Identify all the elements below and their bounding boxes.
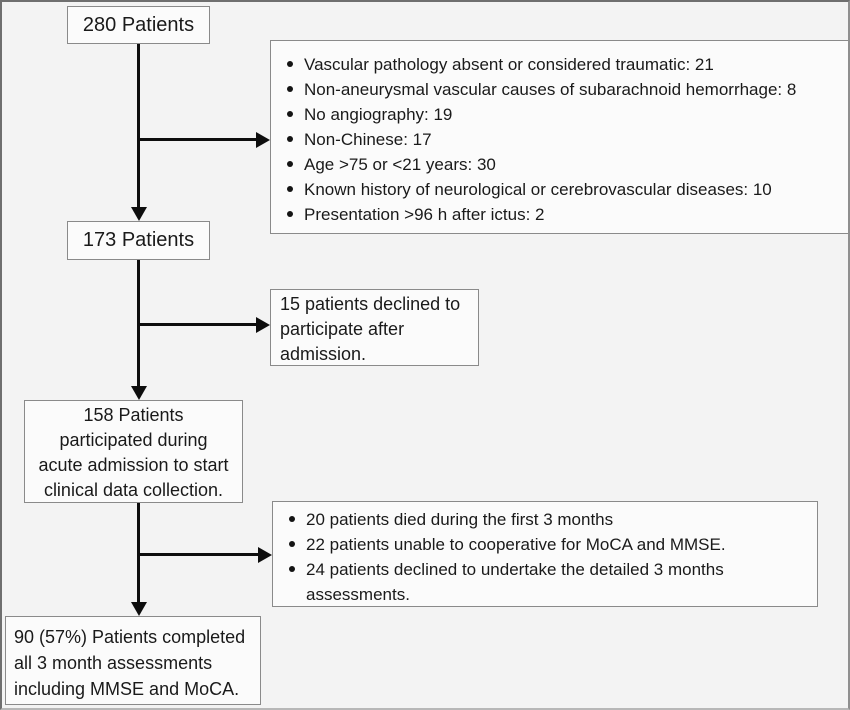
arrow-to-attrition — [139, 553, 258, 556]
attrition-item: 20 patients died during the first 3 mont… — [273, 507, 811, 532]
box-initial-exclusions: Vascular pathology absent or considered … — [270, 40, 848, 234]
arrow-to-declined — [139, 323, 256, 326]
initial-exclusions-list: Vascular pathology absent or considered … — [271, 52, 842, 227]
arrow-to-initial-exclusions — [139, 138, 256, 141]
box-completed-assessments: 90 (57%) Patients completed all 3 month a… — [5, 616, 261, 705]
exclusion-item: Non-Chinese: 17 — [271, 127, 842, 152]
text-line: participated during — [59, 430, 208, 450]
text-line: including MMSE and MoCA. — [14, 679, 240, 699]
exclusion-item: Age >75 or <21 years: 30 — [271, 152, 842, 177]
arrow-total-to-eligible — [137, 44, 140, 207]
exclusion-item: No angiography: 19 — [271, 102, 842, 127]
box-total-patients: 280 Patients — [67, 6, 210, 44]
text-line: 158 Patients — [83, 405, 184, 425]
text-line: clinical data collection. — [43, 480, 224, 500]
attrition-item: 24 patients declined to undertake the de… — [273, 557, 811, 607]
attrition-list: 20 patients died during the first 3 mont… — [273, 507, 811, 607]
exclusion-item: Non-aneurysmal vascular causes of subara… — [271, 77, 842, 102]
exclusion-item: Vascular pathology absent or considered … — [271, 52, 842, 77]
attrition-item: 22 patients unable to cooperative for Mo… — [273, 532, 811, 557]
box-eligible-patients: 173 Patients — [67, 221, 210, 260]
text-line: all 3 month assessments — [14, 653, 213, 673]
text-line: participate after — [280, 319, 405, 339]
exclusion-item: Presentation >96 h after ictus: 2 — [271, 202, 842, 227]
text-line: admission. — [280, 344, 367, 364]
text-line: 15 patients declined to — [280, 294, 461, 314]
text-line: acute admission to start — [38, 455, 229, 475]
box-three-month-attrition: 20 patients died during the first 3 mont… — [272, 501, 818, 607]
exclusion-item: Known history of neurological or cerebro… — [271, 177, 842, 202]
box-participated-acute-admission: 158 Patients participated during acute adm… — [24, 400, 243, 503]
box-declined-participation: 15 patients declined to participate after… — [270, 289, 479, 366]
text-line: 90 (57%) Patients completed — [14, 627, 246, 647]
